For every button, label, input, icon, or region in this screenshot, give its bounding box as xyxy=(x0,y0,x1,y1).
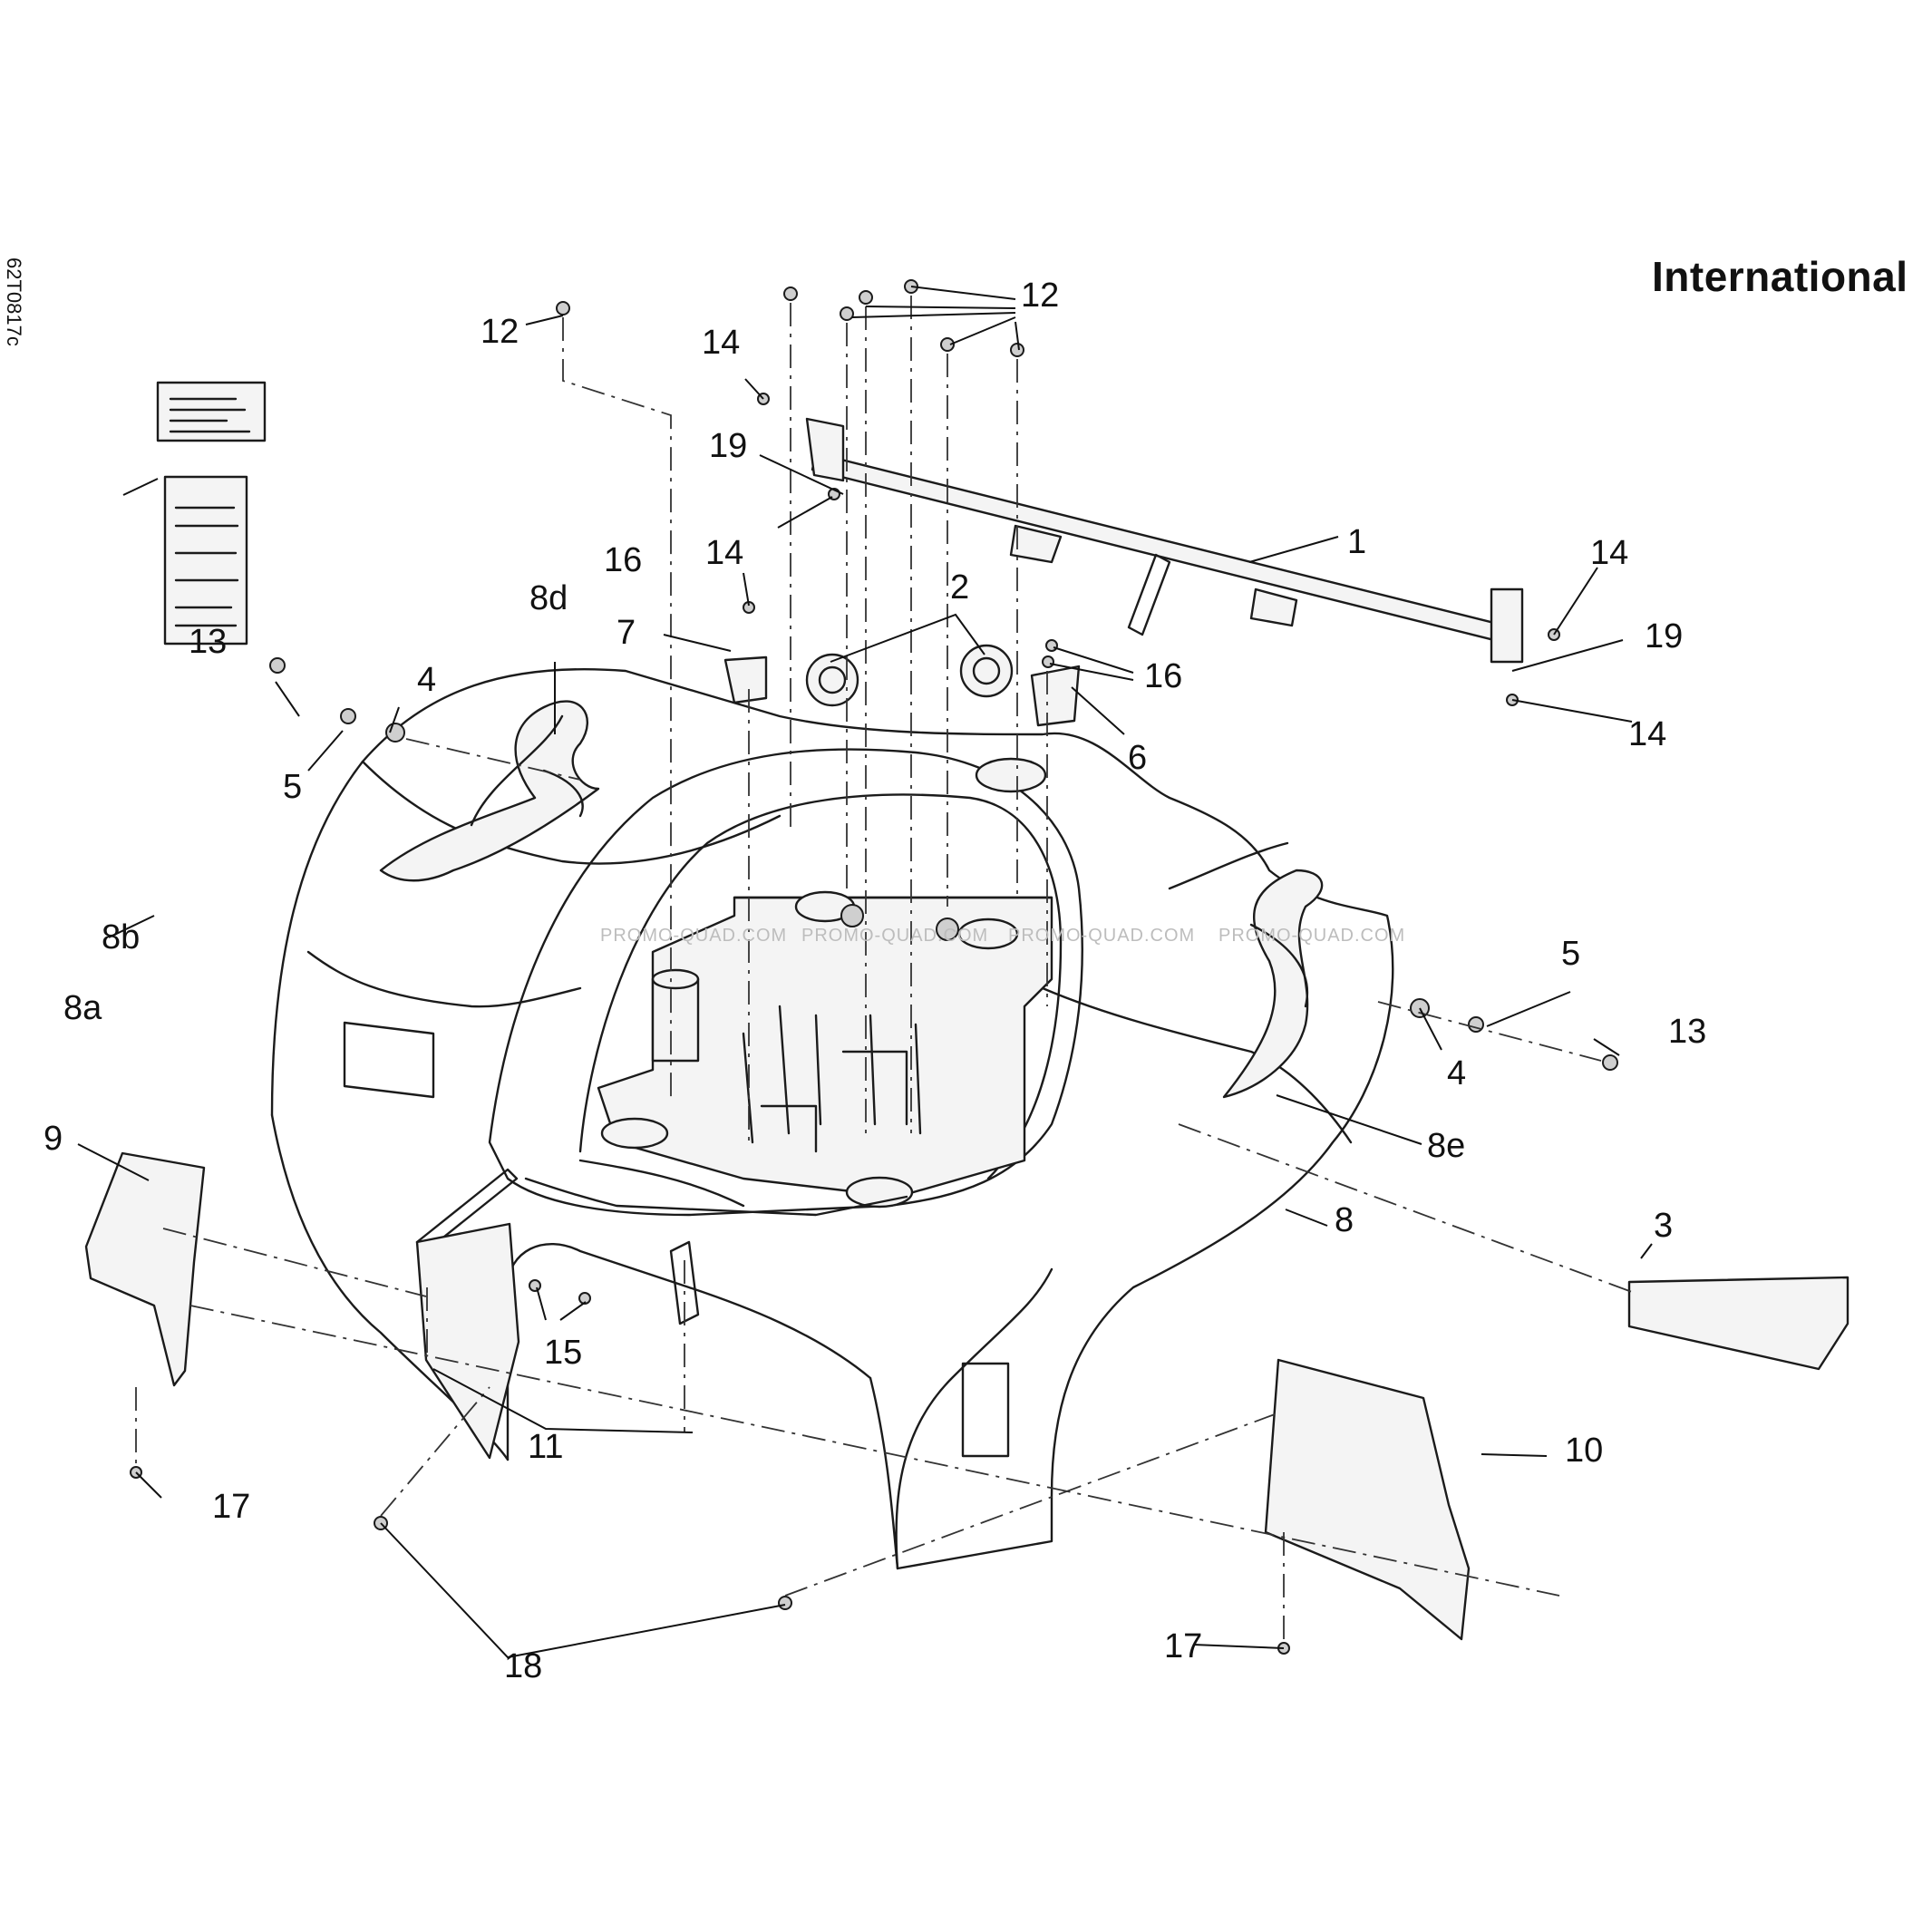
callout-labels: 1 2 3 4 4 5 5 6 7 8 8a 8b 8d 8e 9 10 11 … xyxy=(44,277,1706,1685)
rear-fender-body xyxy=(270,667,1394,1570)
callout-13-right: 13 xyxy=(1668,1013,1706,1051)
callout-16-left: 16 xyxy=(604,541,642,579)
callout-13-left: 13 xyxy=(189,623,227,661)
callout-4-left: 4 xyxy=(417,661,436,699)
callout-19-left: 19 xyxy=(709,427,747,465)
grommet-right xyxy=(959,644,1014,698)
callout-1: 1 xyxy=(1347,523,1366,561)
watermark-text: PROMO-QUAD.COM xyxy=(801,926,988,946)
decal-8e xyxy=(1222,869,1324,1099)
watermark-text: PROMO-QUAD.COM xyxy=(1218,926,1405,946)
decal-8b xyxy=(156,381,267,442)
callout-14-right-top: 14 xyxy=(1590,534,1628,572)
bracket-7 xyxy=(723,655,768,704)
callout-8b: 8b xyxy=(102,918,140,956)
callout-10: 10 xyxy=(1565,1432,1603,1470)
callout-14-mid: 14 xyxy=(705,534,743,572)
leader-lines xyxy=(77,286,1653,1659)
callout-5-left: 5 xyxy=(283,768,302,806)
callout-7: 7 xyxy=(616,614,636,652)
callout-14-right-bottom: 14 xyxy=(1628,715,1666,753)
callout-15: 15 xyxy=(544,1334,582,1372)
decal-8a xyxy=(163,475,248,646)
callout-8d: 8d xyxy=(529,579,568,617)
storage-box-3 xyxy=(1627,1276,1849,1371)
callout-12-left: 12 xyxy=(481,313,519,351)
callout-11: 11 xyxy=(528,1428,563,1466)
callout-8a: 8a xyxy=(63,989,102,1027)
rack-tube xyxy=(805,417,1524,664)
watermark-text: PROMO-QUAD.COM xyxy=(600,926,787,946)
panel-11 xyxy=(415,1222,520,1460)
callout-5-right: 5 xyxy=(1561,935,1580,973)
assembly-lines xyxy=(135,296,1633,1643)
bracket-6 xyxy=(1030,665,1081,727)
grommet-left xyxy=(805,653,859,707)
watermark: PROMO-QUAD.COM PROMO-QUAD.COM PROMO-QUAD… xyxy=(600,926,1405,946)
callout-8e: 8e xyxy=(1427,1127,1465,1165)
panel-10 xyxy=(1264,1358,1471,1641)
callout-17-right: 17 xyxy=(1164,1627,1202,1665)
callout-4-right: 4 xyxy=(1447,1054,1466,1092)
callout-19-right: 19 xyxy=(1645,617,1683,655)
callout-6: 6 xyxy=(1128,739,1147,777)
callout-18: 18 xyxy=(504,1647,542,1685)
callout-16-right: 16 xyxy=(1144,657,1182,695)
callout-17-left: 17 xyxy=(212,1488,250,1526)
callout-14-top: 14 xyxy=(702,324,740,362)
callout-12-top: 12 xyxy=(1021,277,1059,315)
callout-8: 8 xyxy=(1335,1201,1354,1239)
panel-9 xyxy=(84,1151,206,1387)
region-title: International xyxy=(1652,253,1908,300)
callout-3: 3 xyxy=(1654,1207,1673,1245)
callout-2: 2 xyxy=(950,568,969,607)
watermark-text: PROMO-QUAD.COM xyxy=(1008,926,1195,946)
callout-9: 9 xyxy=(44,1120,63,1158)
decal-8d xyxy=(379,700,600,882)
